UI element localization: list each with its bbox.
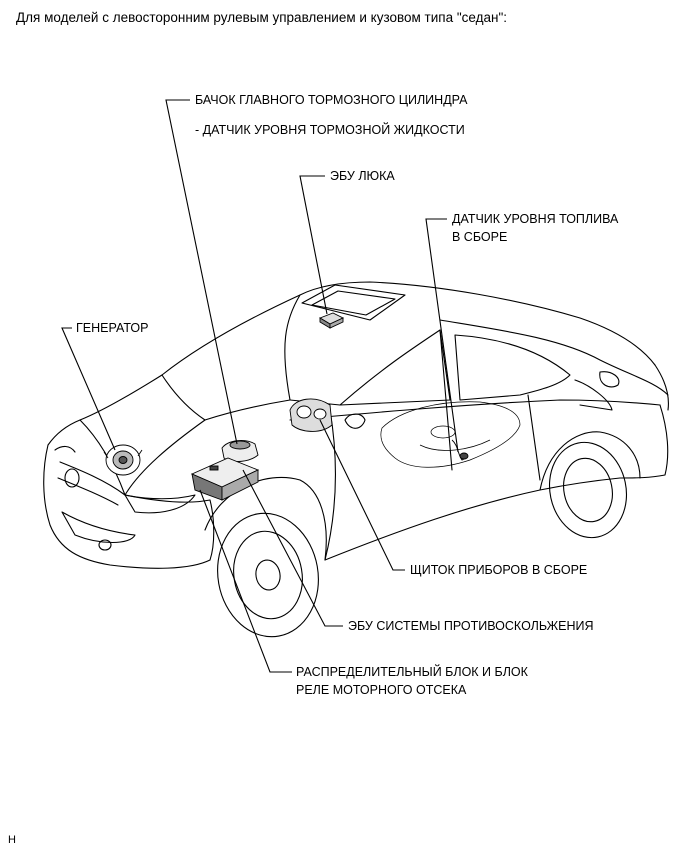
label-generator: ГЕНЕРАТОР bbox=[76, 321, 149, 335]
label-fuel-sender-1: ДАТЧИК УРОВНЯ ТОПЛИВА bbox=[452, 212, 619, 226]
diagram-title: Для моделей с левосторонним рулевым упра… bbox=[16, 10, 507, 25]
label-skid-control-ecu: ЭБУ СИСТЕМЫ ПРОТИВОСКОЛЬЖЕНИЯ bbox=[348, 619, 594, 633]
combination-meter-part bbox=[289, 398, 333, 432]
label-fuel-sender-2: В СБОРЕ bbox=[452, 230, 508, 244]
label-relay-block-2: РЕЛЕ МОТОРНОГО ОТСЕКА bbox=[296, 683, 467, 697]
car-body bbox=[43, 281, 669, 638]
label-relay-block-1: РАСПРЕДЕЛИТЕЛЬНЫЙ БЛОК И БЛОК bbox=[296, 665, 528, 679]
label-sunroof-ecu: ЭБУ ЛЮКА bbox=[330, 169, 395, 183]
label-brake-fluid-sensor: - ДАТЧИК УРОВНЯ ТОРМОЗНОЙ ЖИДКОСТИ bbox=[195, 123, 465, 137]
leader-lines bbox=[61, 99, 459, 673]
label-combination-meter: ЩИТОК ПРИБОРОВ В СБОРЕ bbox=[410, 563, 588, 577]
figure-code: H bbox=[8, 834, 16, 846]
label-brake-reservoir: БАЧОК ГЛАВНОГО ТОРМОЗНОГО ЦИЛИНДРА bbox=[195, 93, 468, 107]
relay-block-part bbox=[190, 457, 260, 501]
sunroof-ecu-part bbox=[318, 312, 345, 329]
generator-part bbox=[103, 444, 143, 476]
